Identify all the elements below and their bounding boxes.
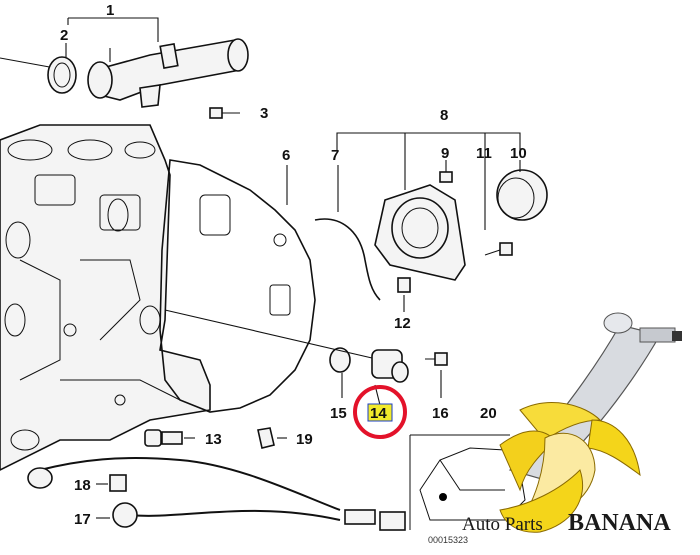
- callout-3: 3: [260, 105, 268, 122]
- grommet-part-19: [257, 427, 287, 449]
- callout-11: 11: [476, 145, 492, 162]
- callout-1: 1: [106, 2, 114, 19]
- watermark-text: Auto Parts BANANA: [462, 510, 671, 536]
- watermark-auto-parts: Auto Parts: [462, 514, 543, 535]
- knock-sensor-part-13: [144, 429, 195, 447]
- sensor-part-14: [371, 349, 409, 406]
- o-ring-part-15: [329, 347, 351, 398]
- bolt-part-16: [425, 352, 448, 398]
- highlighted-callout-14: 14: [353, 385, 407, 439]
- callout-9: 9: [441, 145, 449, 162]
- callout-17: 17: [74, 511, 91, 528]
- callout-labels: 1 2 3 6 7 8 9 10 11 12 13 15 16 17 18 19…: [60, 2, 527, 528]
- callout-7: 7: [331, 147, 339, 164]
- callout-15: 15: [330, 405, 347, 422]
- callout-12: 12: [394, 315, 411, 332]
- reference-number: 00015323: [428, 535, 468, 545]
- seal-ring-part-10: [496, 160, 548, 221]
- bolt-part-3: [209, 107, 240, 119]
- seal-housing-part-8: [336, 132, 521, 281]
- gasket-part-6: [159, 159, 316, 413]
- callout-8: 8: [440, 107, 448, 124]
- callout-6: 6: [282, 147, 290, 164]
- callout-16: 16: [432, 405, 449, 422]
- callout-13: 13: [205, 431, 222, 448]
- banana-logo: [499, 312, 682, 533]
- callout-19: 19: [296, 431, 313, 448]
- gasket-part-7: [314, 165, 381, 301]
- callout-10: 10: [510, 145, 527, 162]
- dowel-pin-part-12: [397, 277, 411, 312]
- callout-2: 2: [60, 27, 68, 44]
- bolt-part-11: [484, 242, 513, 256]
- coolant-pipe-part: [0, 17, 249, 108]
- engine-block: [0, 124, 211, 471]
- callout-14: 14: [370, 405, 387, 422]
- bolt-part-9: [439, 160, 453, 183]
- callout-20: 20: [480, 405, 497, 422]
- watermark-banana: BANANA: [568, 510, 671, 536]
- callout-18: 18: [74, 477, 91, 494]
- wiring-harness: [27, 457, 406, 531]
